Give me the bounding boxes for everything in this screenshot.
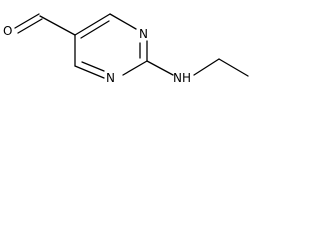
amine-nh-label: NH (173, 71, 191, 85)
bond-c-o-double-1 (14, 13, 40, 29)
bond-c4-n3 (109, 13, 137, 30)
bond-c-o-double-2 (17, 18, 43, 34)
bond-n1-c6-inner (81, 61, 105, 72)
bond-n1-c6 (74, 65, 105, 79)
bond-cho-ring (39, 15, 76, 36)
oxygen-label: O (3, 24, 12, 38)
bond-c4-c5-inner (80, 20, 110, 39)
bond-c5-c4 (74, 13, 111, 36)
nitrogen-bottom-label: N (106, 71, 115, 85)
bond-ch2-ch3 (218, 58, 249, 77)
bond-c2-nh (146, 60, 174, 76)
bond-c2-n1 (122, 60, 148, 76)
nitrogen-top-label: N (139, 27, 148, 41)
bond-nh-ch2 (193, 58, 220, 76)
molecule-structure-diagram: O N N NH (3, 13, 249, 85)
